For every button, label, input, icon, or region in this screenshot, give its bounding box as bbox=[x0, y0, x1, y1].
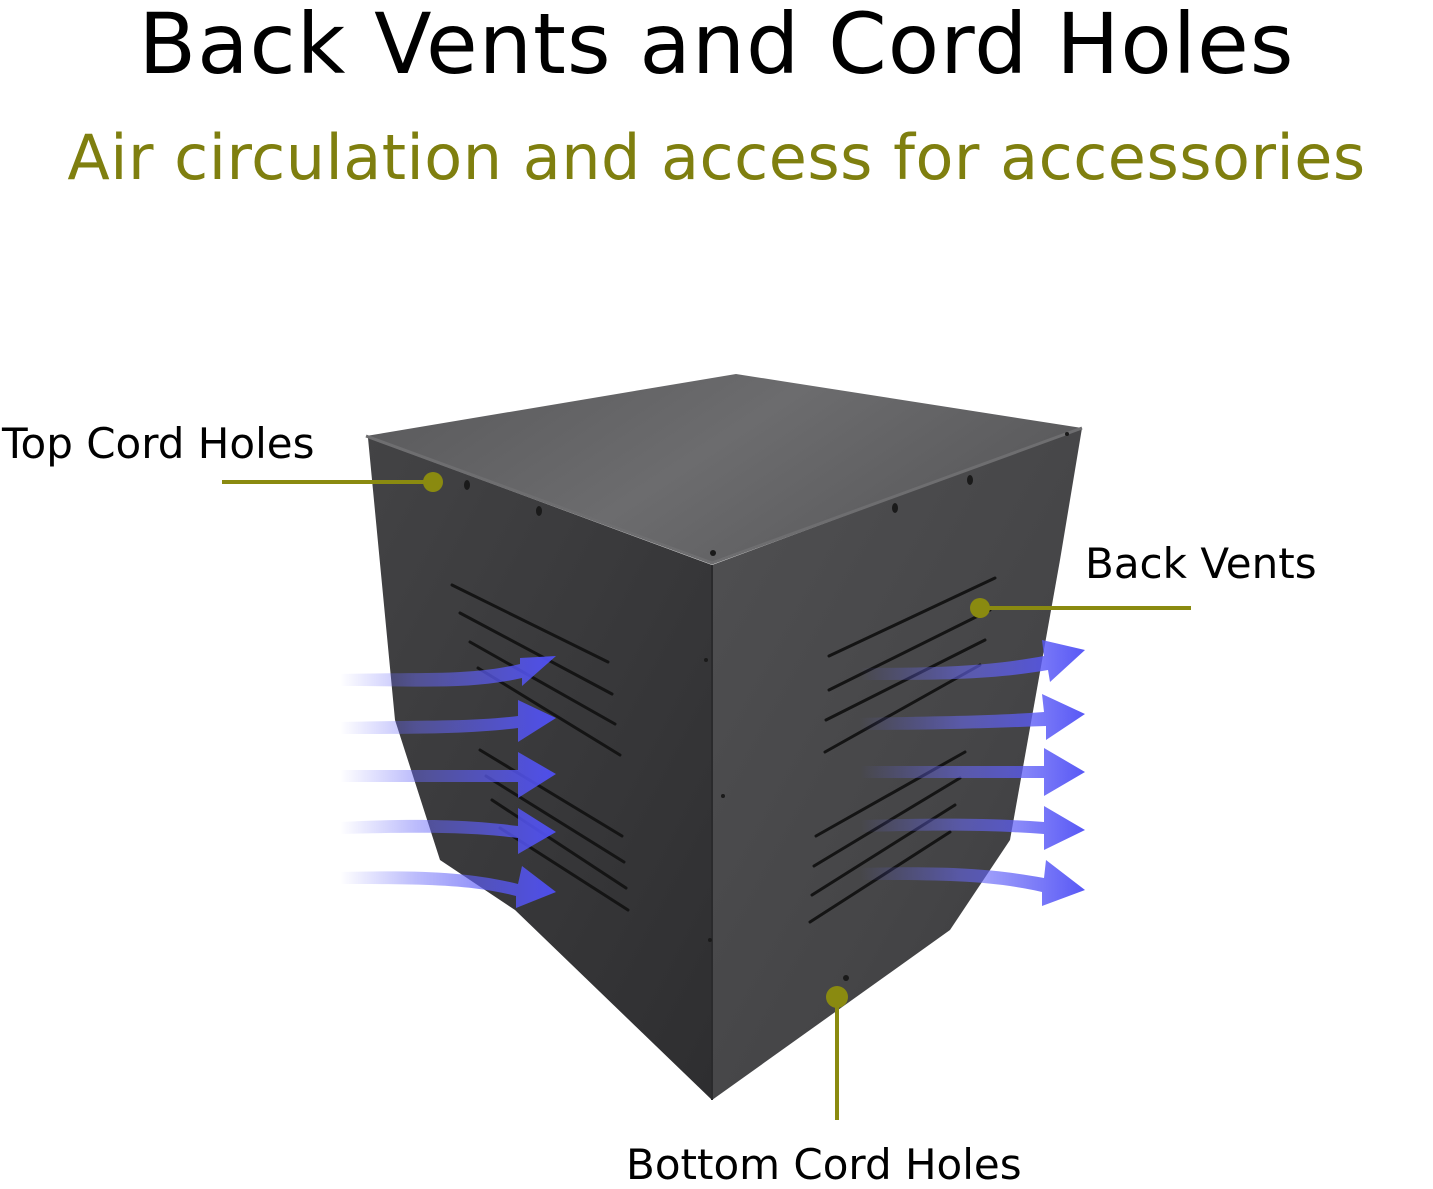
cube bbox=[365, 374, 1083, 1100]
callout-back-vents bbox=[970, 598, 1191, 618]
arrow-icon bbox=[340, 866, 556, 908]
callout-bottom-cord-holes bbox=[826, 986, 848, 1120]
arrow-icon bbox=[340, 700, 556, 742]
page-subtitle: Air circulation and access for accessori… bbox=[67, 121, 1366, 194]
left-vents bbox=[450, 583, 630, 912]
airflow-exhaust-arrows bbox=[860, 640, 1085, 906]
arrow-icon bbox=[860, 806, 1085, 850]
label-bottom-cord-holes: Bottom Cord Holes bbox=[626, 1140, 1022, 1189]
arrow-icon bbox=[860, 640, 1085, 682]
arrow-icon bbox=[340, 656, 556, 687]
label-top-cord-holes: Top Cord Holes bbox=[2, 419, 315, 468]
arrow-icon bbox=[340, 752, 556, 798]
cube-right-face bbox=[712, 428, 1082, 1100]
top-cord-holes bbox=[464, 432, 1069, 556]
airflow-intake-arrows bbox=[340, 656, 556, 908]
arrow-icon bbox=[860, 860, 1085, 906]
cube-top-face bbox=[366, 374, 1082, 563]
bottom-cord-holes bbox=[704, 658, 849, 981]
arrow-icon bbox=[340, 808, 556, 854]
arrow-icon bbox=[860, 694, 1085, 740]
label-back-vents: Back Vents bbox=[1085, 539, 1317, 588]
arrow-icon bbox=[860, 748, 1085, 796]
page-title: Back Vents and Cord Holes bbox=[138, 0, 1295, 93]
callout-top-cord-holes bbox=[222, 472, 443, 492]
